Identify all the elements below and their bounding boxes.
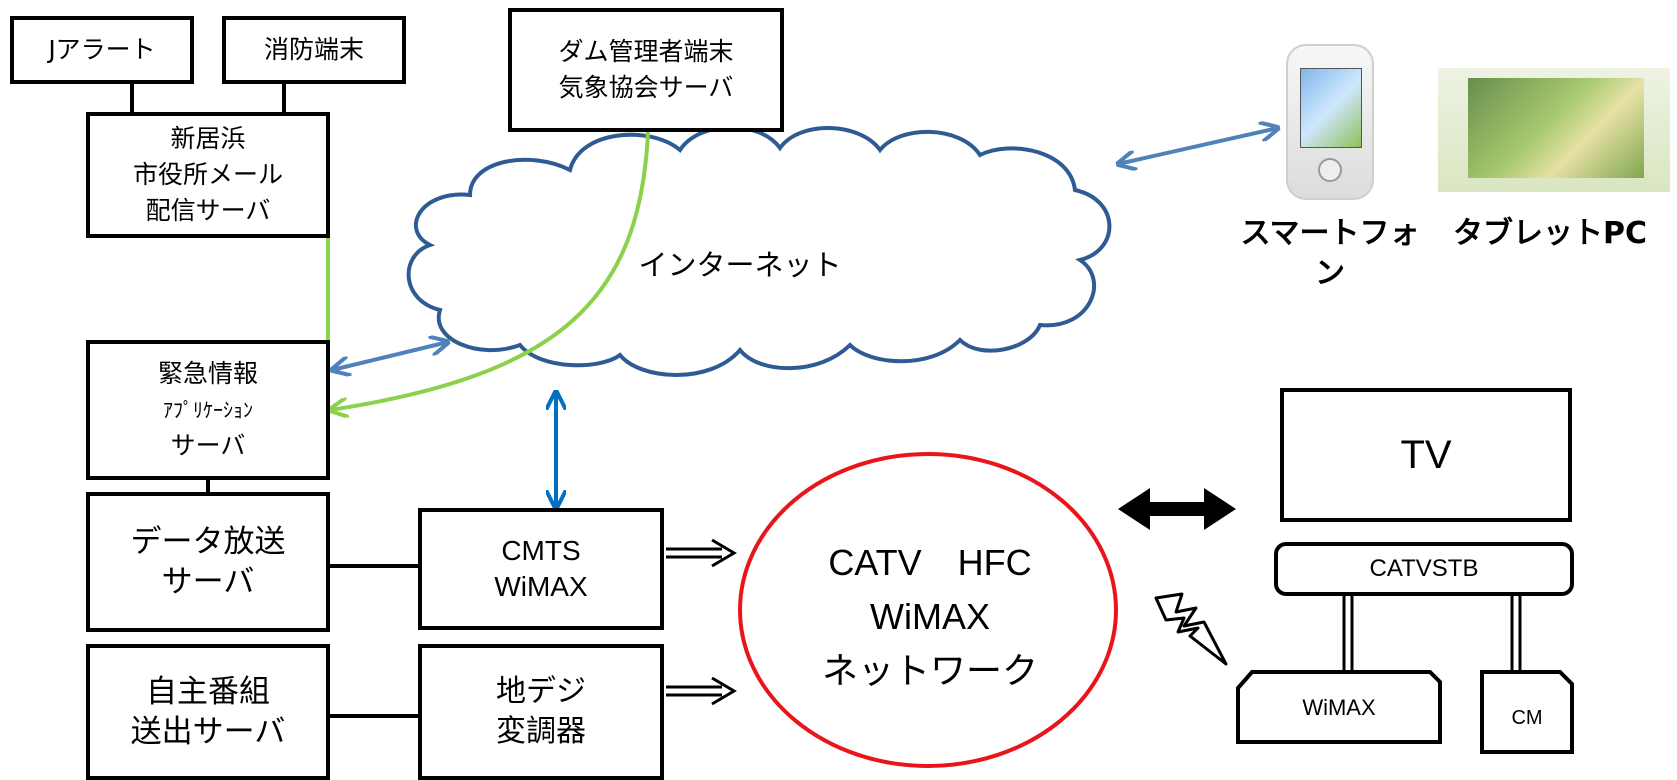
city-mail-server-box: 新居浜 市役所メール 配信サーバ [86,112,330,238]
catv-network-ring [738,452,1118,768]
emergency-server-box: 緊急情報 ｱﾌﾟﾘｹｰｼｮﾝ サーバ [86,340,330,480]
tablet-image [1438,68,1670,192]
fire-terminal-box: 消防端末 [222,16,406,84]
emergency-server-line3: サーバ [170,431,246,460]
wimax-device-shape [1236,670,1442,744]
stb-device-lines [1342,594,1522,676]
j-alert-box: Jアラート [10,16,194,84]
smartphone-screen [1300,68,1362,148]
internet-label: インターネット [638,248,842,282]
wimax-device-label: WiMAX [1302,695,1376,720]
cm-device-label: CM [1511,707,1543,729]
cmts-wimax-box: CMTS WiMAX [418,508,664,630]
own-program-server-box: 自主番組 送出サーバ [86,644,330,780]
catv-stb-box: CATVSTB [1274,542,1574,596]
tv-box: TV [1280,388,1572,522]
cmts-network-arrow [666,538,737,568]
catv-network-label: CATV HFC WiMAX ネットワーク [821,542,1038,691]
data-broadcast-server-box: データ放送 サーバ [86,492,330,632]
tablet-label: タブレットPC [1452,216,1647,251]
dam-terminal-box: ダム管理者端末 気象協会サーバ [508,8,784,132]
server-internet-arrow [332,342,448,370]
internet-mobile-arrow [1118,128,1278,164]
smartphone-image [1286,44,1374,200]
cm-device-shape [1480,670,1574,754]
digital-modulator-box: 地デジ 変調器 [418,644,664,780]
network-tv-arrow [1118,488,1236,530]
tablet-screen [1468,78,1644,178]
emergency-server-line2: ｱﾌﾟﾘｹｰｼｮﾝ [163,398,253,422]
smartphone-label: スマートフォン [1240,216,1420,291]
smartphone-home-button [1318,158,1342,182]
modulator-network-arrow [666,676,737,706]
emergency-server-line1: 緊急情報 [157,359,258,388]
lightning-icon [1154,592,1228,666]
